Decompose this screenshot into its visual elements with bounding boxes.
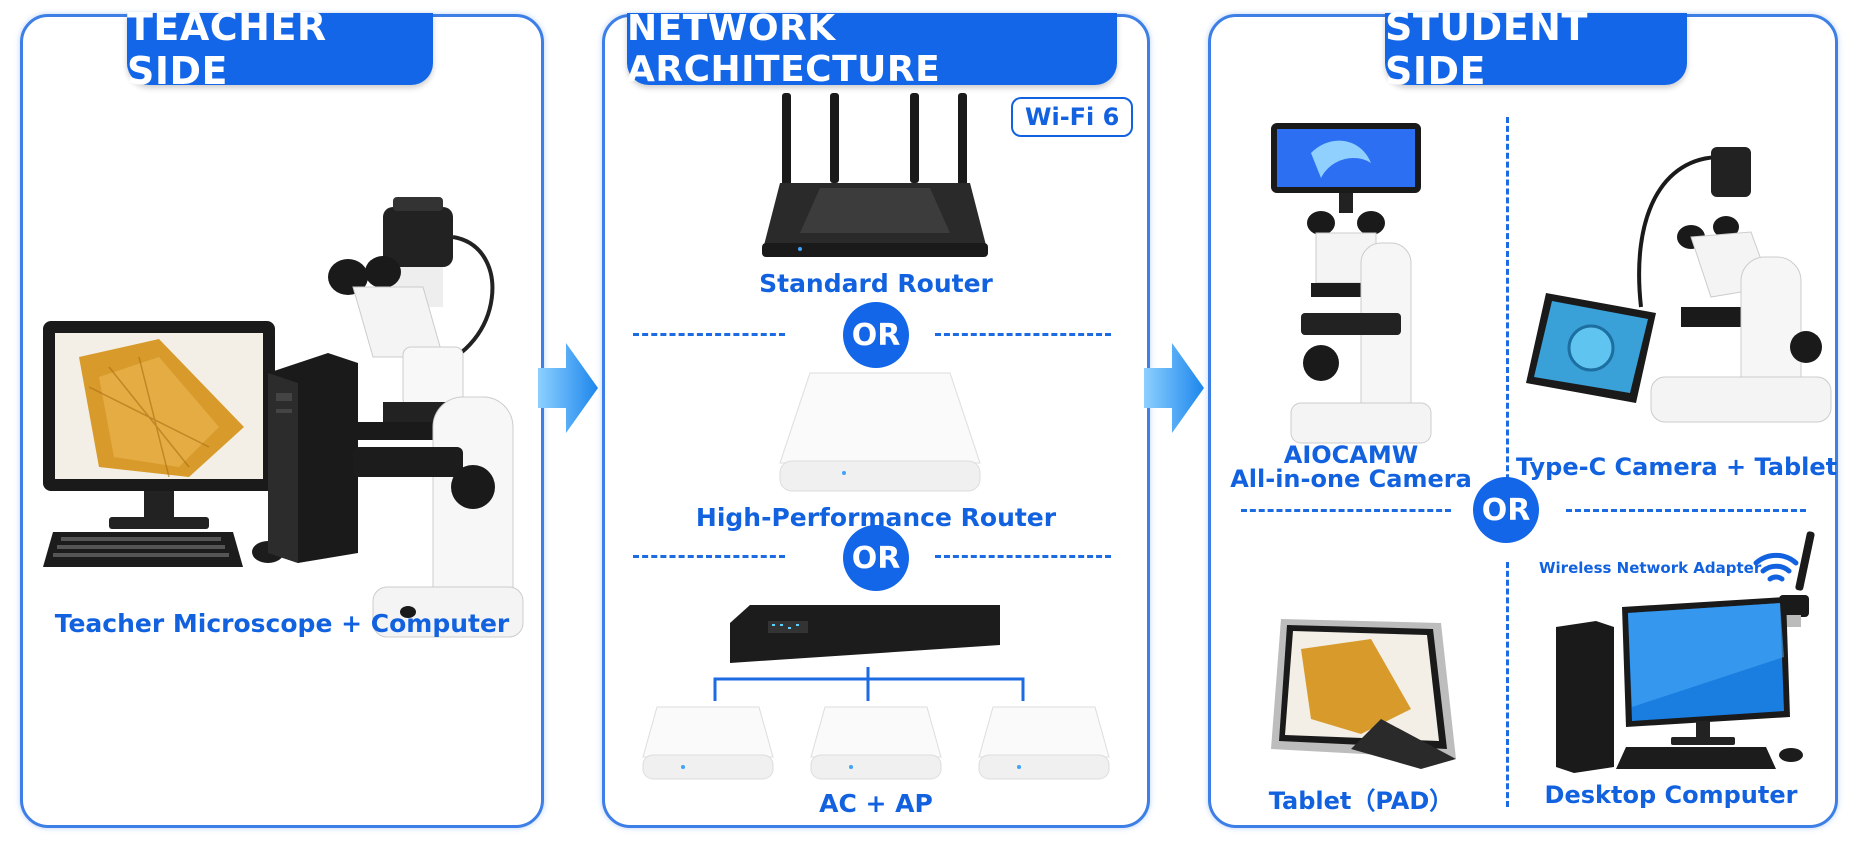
teacher-panel: TEACHER SIDE <box>20 5 544 828</box>
network-panel: NETWORK ARCHITECTURE Wi-Fi 6 Standard Ro… <box>602 8 1150 828</box>
wifi-signal-icon <box>1753 552 1799 582</box>
desktop-icon <box>1556 597 1803 773</box>
student-panel: STUDENT SIDE OR AIOCAMW All-in-one Camer… <box>1208 5 1838 828</box>
monitor-icon <box>43 321 275 529</box>
or-badge: OR <box>843 302 909 368</box>
divider-line <box>1506 117 1509 507</box>
wifi6-badge: Wi-Fi 6 <box>1011 97 1134 137</box>
divider-line <box>935 555 1111 558</box>
divider-line <box>1506 562 1509 807</box>
access-point-icon <box>779 372 981 492</box>
access-point-icon <box>642 706 774 780</box>
student-panel-title: STUDENT SIDE <box>1385 5 1687 93</box>
controller-icon <box>730 605 1000 663</box>
tablet-icon <box>1526 293 1656 403</box>
student-item-aiocamw-desc: All-in-one Camera <box>1230 465 1472 493</box>
divider-line <box>1241 509 1451 512</box>
student-item-tablet: Tablet（PAD） <box>1268 787 1454 815</box>
student-item-aiocamw: AIOCAMW <box>1283 441 1419 469</box>
tablet-icon <box>1271 619 1456 769</box>
wireless-adapter-label: Wireless Network Adapter <box>1539 559 1762 577</box>
keyboard-icon <box>43 532 243 567</box>
divider-line <box>935 333 1111 336</box>
microscope-icon <box>1637 147 1832 423</box>
divider-line <box>633 555 785 558</box>
or-badge: OR <box>843 525 909 591</box>
access-point-icon <box>978 706 1110 780</box>
teacher-panel-title: TEACHER SIDE <box>127 5 433 93</box>
access-point-icon <box>810 706 942 780</box>
student-item-desktop: Desktop Computer <box>1544 781 1798 809</box>
student-item-typec-tablet: Type-C Camera + Tablet <box>1516 453 1838 481</box>
divider-line <box>633 333 785 336</box>
computer-tower-icon <box>268 353 358 563</box>
teacher-caption: Teacher Microscope + Computer <box>54 609 510 638</box>
arrow-right-icon <box>1144 343 1204 433</box>
or-badge: OR <box>1473 477 1539 543</box>
network-panel-title: NETWORK ARCHITECTURE <box>627 8 1117 90</box>
connector-lines <box>713 667 1025 701</box>
network-option-standard-router: Standard Router <box>759 269 993 298</box>
arrow-right-icon <box>538 343 598 433</box>
network-option-ac-ap: AC + AP <box>819 789 933 818</box>
microscope-icon <box>1271 123 1432 444</box>
divider-line <box>1566 509 1806 512</box>
wifi-adapter-icon <box>1779 531 1815 627</box>
router-icon <box>762 93 988 257</box>
microscope-icon <box>328 197 524 638</box>
